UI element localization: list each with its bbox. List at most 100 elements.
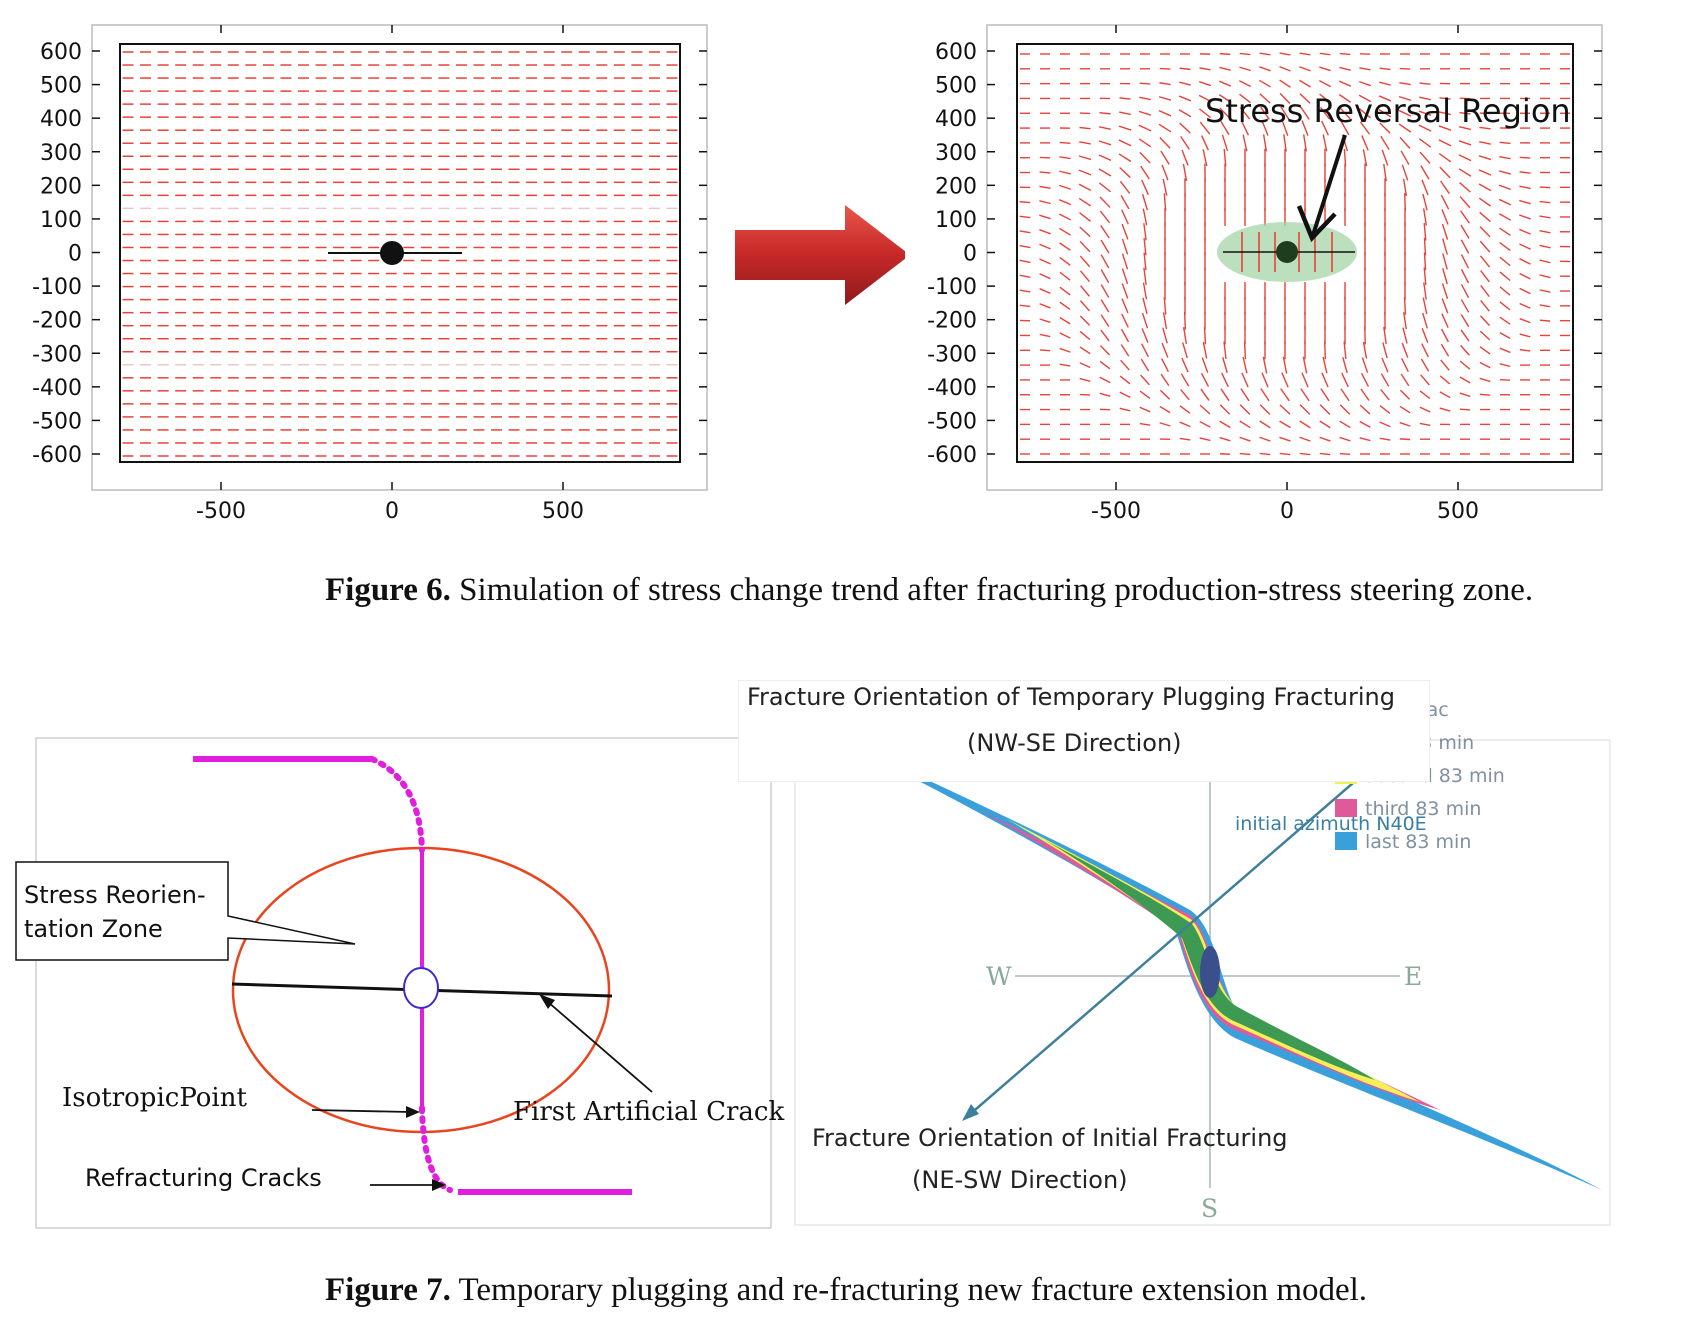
stress-vector bbox=[1499, 155, 1511, 160]
stress-vector bbox=[1141, 328, 1149, 343]
stress-vector bbox=[1322, 356, 1328, 374]
stress-vector bbox=[1259, 420, 1271, 429]
y-tick-label: 100 bbox=[935, 208, 977, 233]
stress-vector bbox=[1539, 274, 1551, 279]
stress-vector bbox=[1338, 94, 1352, 103]
stress-vector bbox=[1499, 286, 1511, 296]
stress-vector bbox=[1319, 404, 1331, 415]
stress-vector bbox=[1321, 120, 1329, 136]
stress-vector bbox=[1159, 137, 1171, 149]
stress-vector bbox=[1381, 149, 1389, 166]
x-tick-label: -500 bbox=[1091, 499, 1141, 524]
stress-vector bbox=[1519, 171, 1531, 174]
stress-vector bbox=[1418, 138, 1432, 148]
right-arrow-icon bbox=[735, 205, 910, 305]
stress-vector bbox=[1299, 93, 1311, 104]
outer-axis-frame bbox=[91, 24, 708, 491]
stress-vector bbox=[1401, 164, 1409, 181]
stress-vector bbox=[1099, 111, 1111, 115]
stress-vector bbox=[1339, 453, 1351, 455]
stress-vector bbox=[1098, 182, 1112, 193]
stress-vector bbox=[1198, 81, 1212, 87]
stress-vector bbox=[1519, 302, 1531, 309]
y-tick-label: 0 bbox=[963, 242, 977, 267]
stress-vector bbox=[1299, 52, 1311, 56]
stress-vector bbox=[1423, 267, 1427, 286]
stress-vector bbox=[1423, 222, 1427, 241]
stress-vector bbox=[1240, 388, 1250, 402]
first-crack-label: First Artificial Crack bbox=[513, 1097, 784, 1127]
compass-e: E bbox=[1404, 962, 1422, 991]
stress-vector bbox=[1499, 227, 1511, 237]
stress-vector bbox=[1359, 108, 1371, 119]
azimuth-label: initial azimuth N40E bbox=[1235, 813, 1427, 835]
stress-vector bbox=[1238, 80, 1252, 88]
stress-vector bbox=[1399, 81, 1411, 86]
stress-vector bbox=[1239, 436, 1251, 442]
stress-vector bbox=[1162, 312, 1168, 330]
azimuth-arrowhead-sw-icon bbox=[962, 1104, 979, 1121]
stress-vector bbox=[1241, 372, 1249, 388]
stress-vector bbox=[1358, 94, 1372, 103]
stress-vector bbox=[1319, 80, 1331, 88]
stress-vector bbox=[1339, 436, 1351, 442]
isotropic-pointer-arrowhead-icon bbox=[406, 1106, 420, 1118]
stress-vector bbox=[1099, 376, 1111, 384]
stress-vector bbox=[1162, 327, 1168, 344]
legend-swatch bbox=[1335, 799, 1357, 817]
stress-vector bbox=[1078, 155, 1092, 161]
stress-vector bbox=[1219, 436, 1231, 442]
stress-vector bbox=[1358, 80, 1372, 87]
stress-vector bbox=[1138, 124, 1152, 132]
bottom-title-line2: (NE-SW Direction) bbox=[912, 1166, 1128, 1194]
stress-vector bbox=[1519, 258, 1531, 265]
outer-axis-frame bbox=[986, 24, 1603, 491]
stress-vector bbox=[1440, 328, 1450, 343]
x-tick-label: 0 bbox=[385, 499, 399, 524]
y-tick-label: 600 bbox=[40, 40, 82, 65]
stress-vector bbox=[1380, 389, 1390, 401]
stress-vector bbox=[1059, 316, 1071, 325]
stress-vector bbox=[1420, 374, 1430, 386]
stress-vector bbox=[1019, 215, 1031, 219]
stress-vector bbox=[1438, 111, 1452, 116]
stress-vector bbox=[1098, 140, 1112, 146]
y-tick-label: -500 bbox=[32, 409, 82, 434]
stress-vector bbox=[1218, 80, 1232, 87]
stress-vector bbox=[1539, 200, 1551, 204]
stress-vector bbox=[1399, 136, 1411, 149]
stress-vector bbox=[1460, 299, 1470, 313]
stress-vector bbox=[1379, 122, 1391, 134]
stress-vector bbox=[1441, 298, 1449, 314]
stress-vector bbox=[1239, 66, 1251, 72]
stress-vector bbox=[1339, 66, 1351, 71]
stress-vector bbox=[1039, 185, 1051, 189]
stress-vector bbox=[1459, 182, 1471, 193]
y-tick-label: 300 bbox=[40, 141, 82, 166]
stress-vector bbox=[1259, 452, 1271, 456]
stress-vector bbox=[1139, 406, 1151, 413]
stress-vector bbox=[1459, 392, 1471, 398]
stress-vector bbox=[1299, 79, 1311, 88]
stress-vector bbox=[1100, 314, 1110, 327]
stress-vector bbox=[1300, 106, 1310, 120]
stress-vector bbox=[1279, 92, 1291, 104]
stress-vector bbox=[1499, 347, 1511, 354]
stress-vector bbox=[1519, 243, 1531, 250]
stress-vector bbox=[1221, 372, 1229, 388]
stress-vector bbox=[1099, 392, 1111, 397]
stress-vector bbox=[1383, 326, 1387, 345]
stress-vector bbox=[1440, 359, 1450, 371]
stress-vector bbox=[1120, 195, 1130, 210]
stress-vector bbox=[1139, 151, 1151, 164]
stress-vector bbox=[1200, 135, 1210, 151]
stress-vector bbox=[1382, 342, 1388, 359]
stress-vector bbox=[1459, 196, 1471, 209]
stress-vector bbox=[1100, 254, 1110, 269]
stress-vector bbox=[1441, 223, 1449, 240]
stress-vector bbox=[1279, 404, 1291, 415]
stress-vector bbox=[1499, 271, 1511, 282]
stress-vector bbox=[1259, 66, 1271, 72]
compass-s: S bbox=[1201, 1194, 1218, 1223]
figure6-caption-text: Simulation of stress change trend after … bbox=[450, 572, 1534, 608]
